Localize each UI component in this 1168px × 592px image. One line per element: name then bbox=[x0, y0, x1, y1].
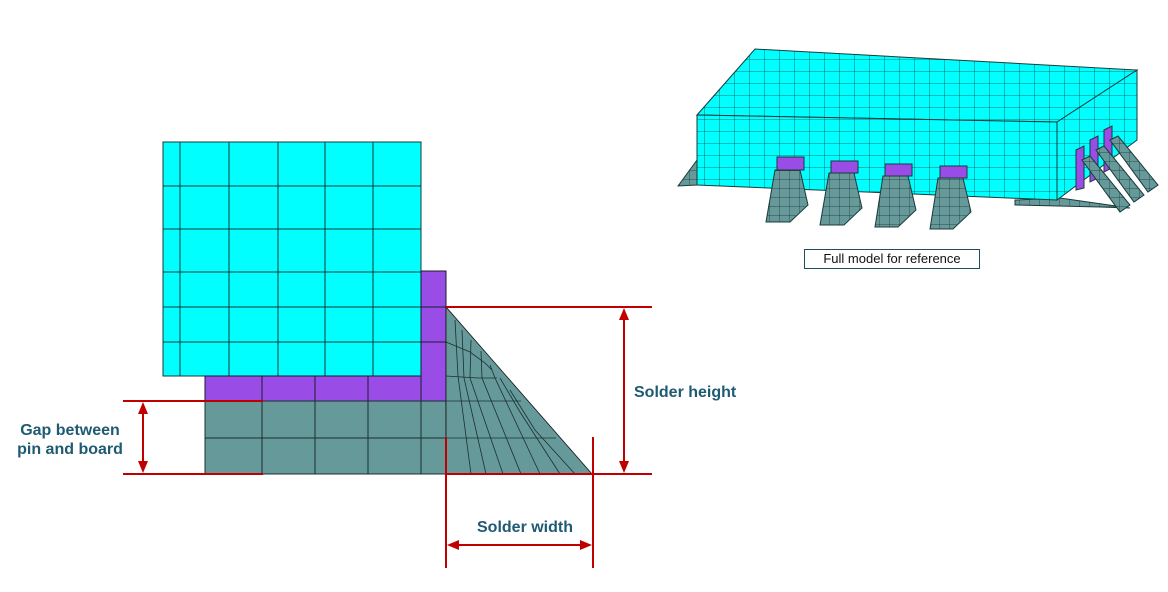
dimension-lines bbox=[123, 306, 652, 568]
reference-caption: Full model for reference bbox=[804, 249, 980, 269]
full-model-3d bbox=[676, 48, 1159, 230]
package-body bbox=[162, 141, 422, 377]
gap-label-line2: pin and board bbox=[17, 441, 123, 458]
gap-label-line1: Gap between bbox=[20, 422, 120, 439]
solder-height-label: Solder height bbox=[634, 384, 737, 401]
gap-label: Gap between pin and board bbox=[10, 421, 130, 459]
solder-fillet bbox=[445, 305, 593, 475]
solder-width-label: Solder width bbox=[477, 519, 573, 536]
pins-front bbox=[765, 156, 972, 230]
pins-side bbox=[1075, 125, 1159, 213]
pin-lead bbox=[204, 270, 447, 402]
board-pad bbox=[204, 400, 447, 475]
